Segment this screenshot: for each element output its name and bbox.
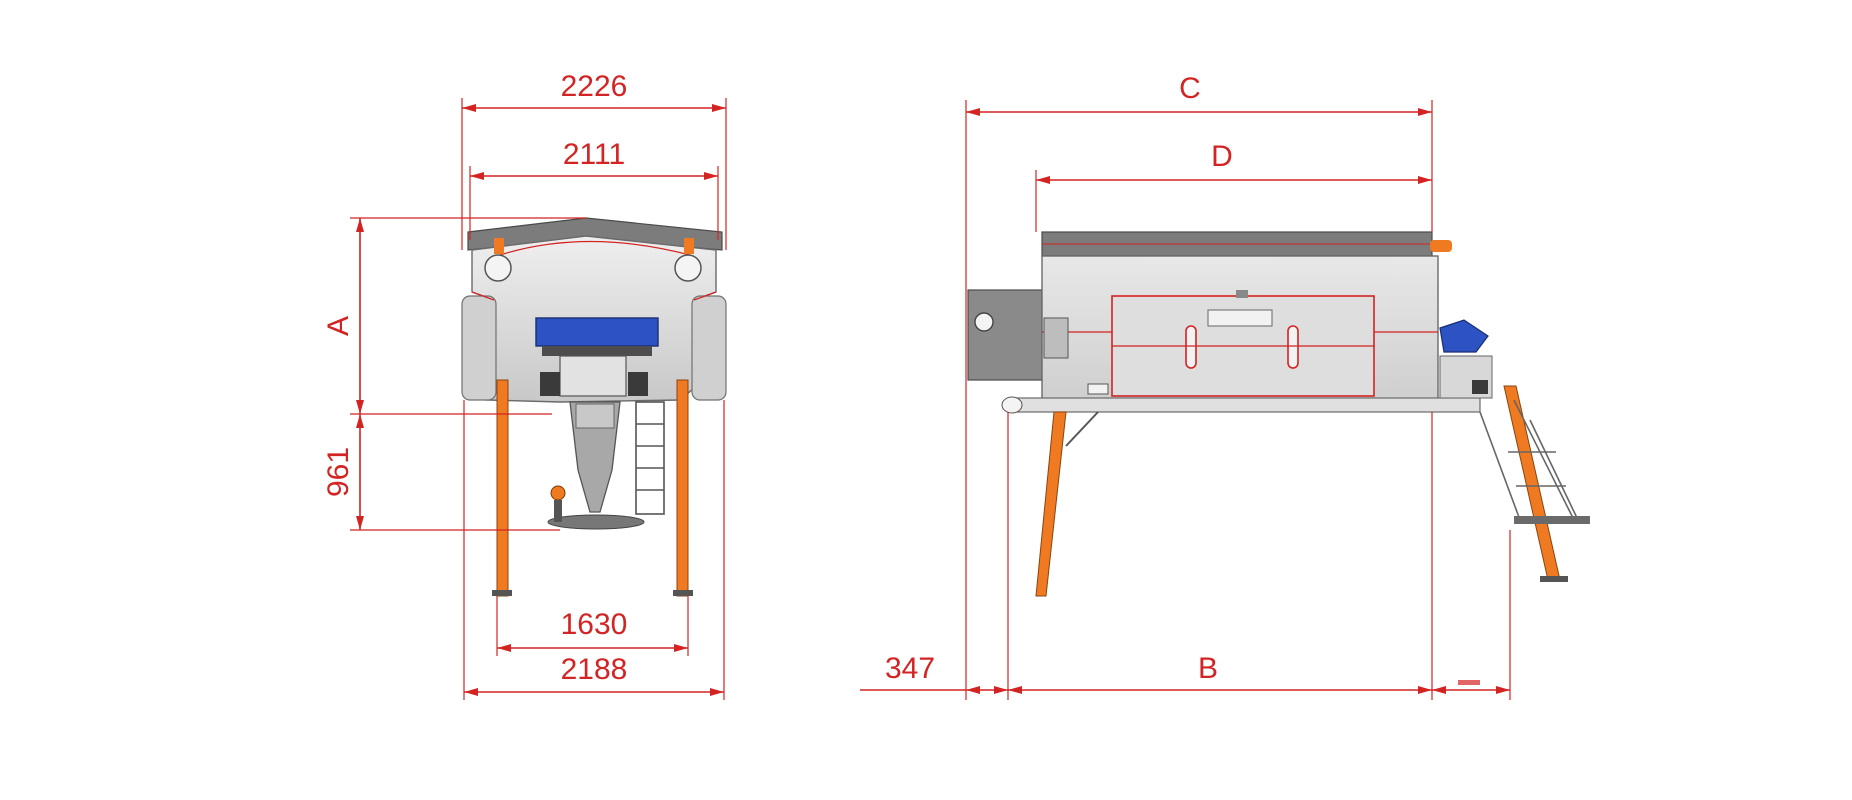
front-right-panel [691,295,727,401]
front-control-unit [535,317,659,347]
side-door-handle-right [1287,325,1299,369]
front-spinner-disc [547,514,645,530]
side-door-handle-left [1185,325,1197,369]
front-ladder [635,401,665,515]
side-rear-hood [967,289,1043,381]
front-left-lamp [484,254,512,282]
front-left-panel [461,295,497,401]
side-rear-leg [1503,385,1561,581]
side-front-leg [1035,411,1067,597]
dim-347: 347 [885,652,935,685]
front-engine-block [559,355,627,397]
dim-D: D [1211,140,1233,173]
dim-A: A [322,316,355,336]
front-left-leg [496,379,509,597]
dim-2111: 2111 [563,138,625,171]
dim-1630: 1630 [561,608,628,641]
side-view [967,231,1590,597]
dim-961: 961 [322,447,355,497]
side-base-frame [1009,397,1481,413]
side-control-unit [1439,319,1489,353]
dim-2226: 2226 [561,70,628,103]
front-right-leg [676,379,689,597]
dim-2188: 2188 [561,653,628,686]
front-view-dimensions: 2226 2111 A 961 1630 2188 [322,70,727,700]
front-right-lamp [674,254,702,282]
front-view [461,217,727,597]
dim-B: B [1198,652,1218,685]
front-spread-chute [569,401,621,513]
dim-C: C [1179,72,1201,105]
side-view-dimensions: C D 347 B [860,72,1511,700]
side-ladder [1479,399,1579,521]
